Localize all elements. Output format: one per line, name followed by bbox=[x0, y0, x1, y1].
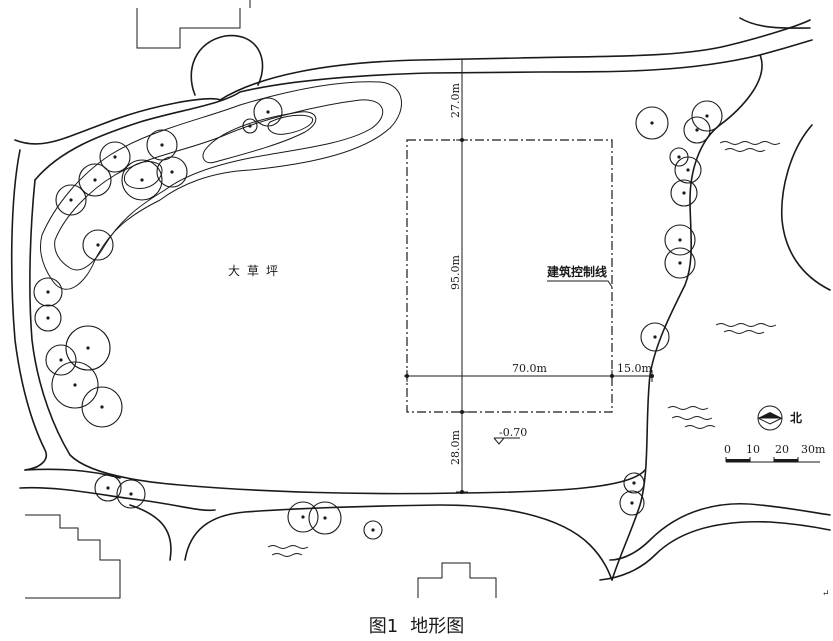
tree-canopy bbox=[51, 361, 99, 409]
tree-trunk-dot bbox=[695, 128, 699, 132]
tree-canopy bbox=[33, 277, 63, 307]
tree-trunk-dot bbox=[630, 501, 634, 505]
tree-trunk-dot bbox=[371, 528, 375, 532]
tree-canopy bbox=[99, 141, 131, 173]
tree-trunk-dot bbox=[86, 346, 90, 350]
control-line-label: 建筑控制线 bbox=[546, 264, 607, 279]
tree-canopy bbox=[691, 100, 723, 132]
tree-canopy bbox=[308, 501, 342, 535]
dim-height-label: 95.0m bbox=[449, 255, 462, 290]
tree-canopy bbox=[242, 118, 258, 134]
dimension-lines bbox=[404, 60, 654, 494]
tree-trunk-dot bbox=[678, 238, 682, 242]
figure-number: 图1 bbox=[368, 616, 399, 637]
elevation-mark bbox=[493, 437, 520, 445]
tree-canopy bbox=[55, 184, 87, 216]
lawn-label: 大草坪 bbox=[228, 264, 285, 278]
tree-trunk-dot bbox=[96, 243, 100, 247]
tree-canopy bbox=[81, 386, 123, 428]
scale-tick-10: 10 bbox=[746, 443, 760, 456]
trees bbox=[33, 97, 723, 540]
roads bbox=[10, 17, 831, 581]
north-label: 北 bbox=[790, 410, 802, 425]
tree-trunk-dot bbox=[69, 198, 73, 202]
east-boundary bbox=[611, 54, 763, 581]
tree-trunk-dot bbox=[160, 143, 164, 147]
figure-title: 地形图 bbox=[410, 616, 465, 637]
tree-canopy bbox=[674, 156, 702, 184]
figure-caption: 图1 地形图 bbox=[0, 612, 833, 638]
tree-canopy bbox=[619, 490, 645, 516]
tree-canopy bbox=[664, 247, 696, 279]
tree-canopy bbox=[670, 179, 698, 207]
tree-canopy bbox=[116, 479, 146, 509]
water-waves bbox=[267, 141, 781, 557]
tree-canopy bbox=[94, 474, 122, 502]
tree-canopy bbox=[635, 106, 669, 140]
buildings bbox=[25, 0, 497, 599]
dim-width-label: 70.0m bbox=[512, 362, 547, 375]
tree-canopy bbox=[156, 156, 188, 188]
tree-canopy bbox=[121, 159, 163, 201]
tree-canopy bbox=[78, 163, 112, 197]
tree-trunk-dot bbox=[705, 114, 709, 118]
tree-canopy bbox=[253, 97, 283, 127]
tree-canopy bbox=[287, 501, 319, 533]
scale-tick-30: 30m bbox=[801, 443, 826, 456]
tree-trunk-dot bbox=[59, 358, 63, 362]
tree-trunk-dot bbox=[73, 383, 77, 387]
return-arrow-icon: ↵ bbox=[822, 589, 830, 599]
tree-canopy bbox=[45, 344, 77, 376]
tree-trunk-dot bbox=[301, 515, 305, 519]
tree-trunk-dot bbox=[686, 168, 690, 172]
tree-canopy bbox=[34, 304, 62, 332]
dim-top-label: 27.0m bbox=[449, 83, 462, 118]
tree-canopy bbox=[623, 472, 645, 494]
tree-canopy bbox=[363, 520, 383, 540]
tree-trunk-dot bbox=[170, 170, 174, 174]
scale-bar bbox=[725, 457, 820, 463]
scale-tick-0: 0 bbox=[724, 443, 731, 456]
tree-canopy bbox=[65, 325, 111, 371]
tree-trunk-dot bbox=[677, 155, 681, 159]
tree-trunk-dot bbox=[140, 178, 144, 182]
tree-canopy bbox=[146, 129, 178, 161]
tree-trunk-dot bbox=[106, 486, 110, 490]
tree-canopy bbox=[82, 229, 114, 261]
tree-trunk-dot bbox=[46, 316, 50, 320]
tree-canopy bbox=[683, 116, 711, 144]
tree-trunk-dot bbox=[650, 121, 654, 125]
tree-trunk-dot bbox=[93, 178, 97, 182]
tree-trunk-dot bbox=[113, 155, 117, 159]
tree-canopy bbox=[664, 224, 696, 256]
tree-trunk-dot bbox=[653, 335, 657, 339]
tree-trunk-dot bbox=[129, 492, 133, 496]
tree-canopy bbox=[640, 322, 670, 352]
tree-trunk-dot bbox=[100, 405, 104, 409]
tree-trunk-dot bbox=[323, 516, 327, 520]
tree-trunk-dot bbox=[682, 191, 686, 195]
dim-right-label: 15.0m bbox=[617, 362, 652, 375]
lake-contours bbox=[39, 81, 402, 290]
tree-trunk-dot bbox=[266, 110, 270, 114]
tree-trunk-dot bbox=[678, 261, 682, 265]
tree-trunk-dot bbox=[248, 124, 252, 128]
north-arrow bbox=[757, 405, 783, 431]
dim-bottom-label: 28.0m bbox=[449, 430, 462, 465]
tree-trunk-dot bbox=[46, 290, 50, 294]
control-line-leader bbox=[547, 280, 613, 288]
elevation-label: -0.70 bbox=[499, 426, 527, 439]
tree-trunk-dot bbox=[632, 481, 636, 485]
scale-tick-20: 20 bbox=[775, 443, 789, 456]
building-control-line bbox=[406, 139, 613, 413]
